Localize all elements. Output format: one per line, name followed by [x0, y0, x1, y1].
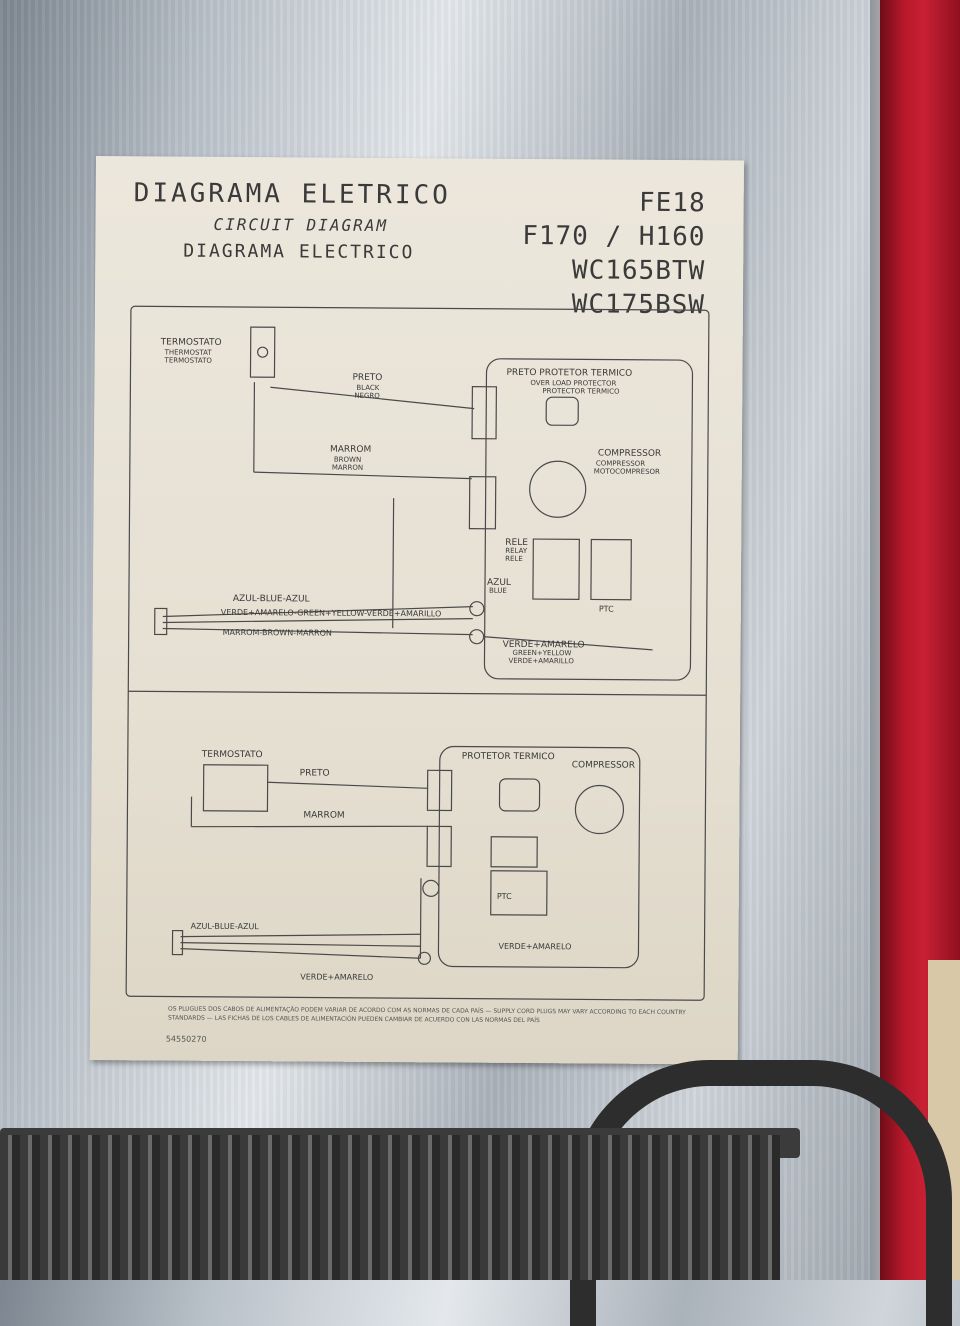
ptc-symbol: [591, 539, 631, 599]
svg-text:PROTETOR TERMICO: PROTETOR TERMICO: [462, 752, 555, 763]
svg-text:MARRON: MARRON: [332, 464, 363, 472]
compressor-box-2: [438, 746, 640, 967]
svg-text:VERDE+AMARELO: VERDE+AMARELO: [498, 942, 571, 952]
diagram-frame: [126, 306, 709, 1000]
svg-text:BLACK: BLACK: [356, 384, 379, 392]
section-divider: [128, 691, 706, 695]
overload-symbol: [546, 397, 578, 425]
svg-text:COMPRESSOR: COMPRESSOR: [572, 760, 635, 770]
svg-text:VERDE+AMARELO: VERDE+AMARELO: [300, 972, 373, 982]
svg-text:TERMOSTATO: TERMOSTATO: [164, 356, 213, 364]
svg-text:PRETO PROTETOR TERMICO: PRETO PROTETOR TERMICO: [506, 368, 632, 379]
label-termostato: TERMOSTATO: [160, 337, 222, 347]
svg-text:MARROM: MARROM: [303, 810, 344, 820]
svg-text:MOTOCOMPRESOR: MOTOCOMPRESOR: [594, 467, 660, 475]
svg-text:AZUL-BLUE-AZUL: AZUL-BLUE-AZUL: [233, 594, 310, 605]
plug-top: [155, 608, 167, 634]
terminal-block-1: [472, 387, 496, 439]
svg-text:COMPRESSOR: COMPRESSOR: [598, 449, 661, 459]
svg-text:PRETO: PRETO: [352, 373, 382, 383]
condenser-grille: [0, 1135, 780, 1280]
svg-text:PROTECTOR TERMICO: PROTECTOR TERMICO: [542, 387, 620, 396]
svg-text:VERDE+AMARILLO: VERDE+AMARILLO: [508, 657, 574, 665]
footnote: OS PLUGUES DOS CABOS DE ALIMENTAÇÃO PODE…: [168, 1005, 708, 1027]
svg-text:NEGRO: NEGRO: [354, 392, 380, 400]
thermostat-symbol: [250, 327, 274, 377]
svg-text:VERDE+AMARELO-GREEN+YELLOW-VER: VERDE+AMARELO-GREEN+YELLOW-VERDE+AMARILL…: [221, 608, 442, 619]
compressor-box: [484, 359, 692, 680]
svg-text:TERMOSTATO: TERMOSTATO: [201, 750, 263, 760]
part-code: 54550270: [166, 1035, 207, 1044]
svg-text:MARROM-BROWN-MARRON: MARROM-BROWN-MARRON: [223, 628, 332, 638]
svg-text:PTC: PTC: [599, 605, 614, 614]
svg-text:PTC: PTC: [497, 892, 512, 901]
svg-text:RELAY: RELAY: [505, 547, 528, 555]
relay-symbol: [533, 539, 579, 599]
svg-text:BLUE: BLUE: [489, 587, 507, 595]
wiring-diagram-sticker: DIAGRAMA ELETRICO CIRCUIT DIAGRAM DIAGRA…: [90, 156, 744, 1065]
svg-text:BROWN: BROWN: [334, 456, 361, 464]
svg-text:RELE: RELE: [505, 555, 523, 563]
compressor-symbol: [529, 461, 585, 517]
svg-text:MARROM: MARROM: [330, 445, 371, 455]
svg-text:PRETO: PRETO: [300, 768, 330, 778]
terminal-block-2: [469, 477, 495, 529]
svg-text:AZUL-BLUE-AZUL: AZUL-BLUE-AZUL: [191, 922, 260, 931]
wire-brown: [254, 472, 472, 479]
circuit-drawing: TERMOSTATO THERMOSTAT TERMOSTATO PRETO B…: [90, 156, 744, 1065]
thermostat-symbol-2: [203, 765, 267, 811]
compressor-symbol-2: [575, 785, 623, 833]
